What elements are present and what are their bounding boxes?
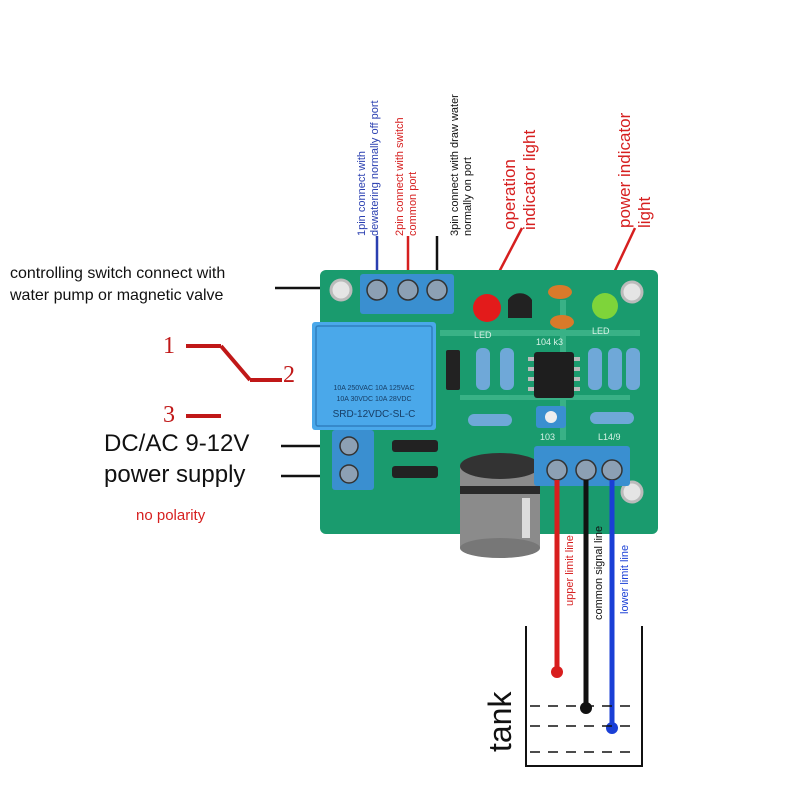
switch-number-3: 3 [163,402,175,428]
resistors [468,348,640,426]
mount-holes [329,278,644,504]
ic-pins [528,357,580,391]
pot-label: 103 [540,432,555,442]
power-indicator-line2: light [634,196,654,228]
pin1-label: 1pin connect with dewatering normally of… [356,100,381,236]
led-label-2: LED [592,326,610,336]
relay-model: SRD-12VDC-SL-C [333,409,416,420]
pin3-label: 3pin connect with draw water normally on… [449,94,474,236]
water-level-lines [530,705,638,753]
switch-arm [219,344,252,382]
switch-symbol [186,344,282,418]
power-supply-voltage: DC/AC 9-12V [104,430,250,457]
power-supply-label: power supply [104,461,246,488]
led-label-1: LED [474,330,492,340]
pin1-label-line1: 1pin connect with [356,151,368,236]
tank-label: tank [482,691,518,752]
switch-number-2: 2 [283,362,295,388]
ic-chip [534,352,574,398]
relay-spec-2: 10A 30VDC 10A 28VDC [336,396,411,403]
lower-limit-label: lower limit line [619,544,631,614]
controlling-switch-label-1: controlling switch connect with [10,265,226,282]
power-led [592,293,618,319]
chip-label: 104 k3 [536,337,563,347]
relay [312,322,436,430]
controlling-switch-label-2: water pump or magnetic valve [10,287,224,304]
operation-led [473,294,501,322]
top-terminal-screws [366,279,448,301]
power-indicator-line1: power indicator [615,112,634,228]
code-label: L14/9 [598,432,621,442]
pin3-label-line2: normally on port [461,157,474,236]
upper-limit-label: upper limit line [564,535,576,606]
no-polarity-label: no polarity [136,507,206,524]
ceramic-capacitor-1 [548,285,572,299]
sensor-terminal-screws [546,459,623,481]
pin2-label: 2pin connect with switch common port [394,117,419,236]
lower-limit-probe [606,722,618,734]
operation-indicator-line2: indicator light [519,129,539,230]
common-signal-label: common signal line [593,525,605,620]
transistor [508,293,532,318]
pin3-label-line1: 3pin connect with draw water [449,94,461,236]
electrolytic-capacitor-top [460,453,540,479]
ceramic-capacitor-2 [550,315,574,329]
operation-indicator-line1: operation [500,159,519,230]
upper-limit-probe [551,666,563,678]
tank-outline [525,626,643,767]
power-terminal-screws [339,436,359,484]
common-signal-probe [580,702,592,714]
pin1-label-line2: dewatering normally off port [368,100,381,236]
diodes [392,350,460,478]
relay-spec-1: 10A 250VAC 10A 125VAC [333,385,414,392]
operation-indicator-label: operation indicator light [500,130,539,230]
pin2-label-line1: 2pin connect with switch [394,117,406,236]
power-indicator-label: power indicator light [615,113,654,228]
pin2-label-line2: common port [406,171,419,236]
switch-number-1: 1 [163,333,175,359]
